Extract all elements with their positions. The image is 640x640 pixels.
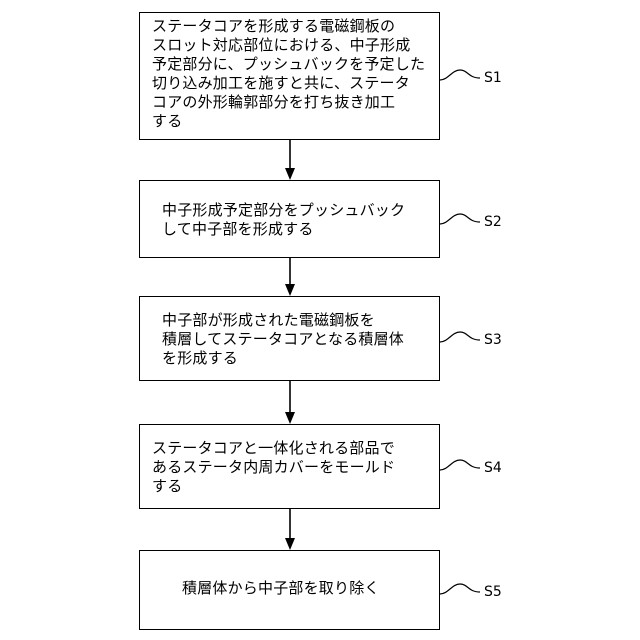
step-label-s5: S5 [484, 584, 502, 600]
step-box-s4: ステータコアと一体化される部品で あるステータ内周カバーをモールド する [139, 424, 440, 509]
step-text-s2: 中子形成予定部分をプッシュバック して中子部を形成する [162, 201, 405, 239]
step-text-s3: 中子部が形成された電磁鋼板を 積層してステータコアとなる積層体 を形成する [162, 311, 404, 368]
step-label-s4: S4 [484, 460, 502, 476]
step-text-s1: ステータコアを形成する電磁鋼板の スロット対応部位における、中子形成 予定部分に… [152, 17, 425, 131]
step-text-s4: ステータコアと一体化される部品で あるステータ内周カバーをモールド する [152, 439, 395, 496]
step-label-s2: S2 [484, 214, 502, 230]
step-box-s5: 積層体から中子部を取り除く [139, 550, 440, 630]
arrowhead-s4 [285, 412, 295, 424]
step-label-s3: S3 [484, 332, 502, 348]
leader-s1 [440, 70, 480, 80]
leader-s2 [440, 214, 480, 224]
step-box-s1: ステータコアを形成する電磁鋼板の スロット対応部位における、中子形成 予定部分に… [139, 12, 440, 140]
leader-s3 [440, 332, 480, 342]
arrowhead-s3 [285, 284, 295, 296]
step-box-s2: 中子形成予定部分をプッシュバック して中子部を形成する [139, 180, 440, 258]
arrowhead-s2 [285, 168, 295, 180]
leader-s4 [440, 460, 480, 470]
step-box-s3: 中子部が形成された電磁鋼板を 積層してステータコアとなる積層体 を形成する [139, 296, 440, 381]
leader-s5 [440, 584, 480, 594]
step-text-s5: 積層体から中子部を取り除く [182, 579, 380, 598]
step-label-s1: S1 [484, 70, 502, 86]
arrowhead-s5 [285, 538, 295, 550]
